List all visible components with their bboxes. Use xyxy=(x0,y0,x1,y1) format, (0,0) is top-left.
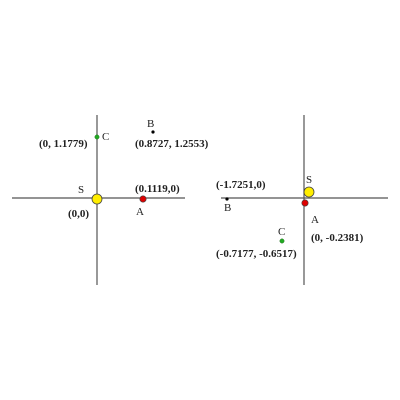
right-point-b xyxy=(225,197,229,201)
right-point-a xyxy=(301,199,309,207)
left-point-a xyxy=(139,195,147,203)
right-point-c-name: C xyxy=(278,226,285,238)
right-point-a-name: A xyxy=(311,214,319,226)
left-diagram: S (0,0) A (0.1119,0) B (0.8727, 1.2553) … xyxy=(12,115,209,285)
left-point-s xyxy=(91,193,103,205)
left-point-c-name: C xyxy=(102,131,109,143)
right-point-b-name: B xyxy=(224,202,231,214)
left-point-b-name: B xyxy=(147,118,154,130)
right-point-s-name: S xyxy=(306,174,312,186)
left-point-s-name: S xyxy=(78,184,84,196)
left-point-s-coord: (0,0) xyxy=(68,208,89,220)
left-point-c-coord: (0, 1.1779) xyxy=(39,138,88,150)
left-point-a-name: A xyxy=(136,206,144,218)
left-point-c xyxy=(94,134,100,140)
right-point-a-coord: (0, -0.2381) xyxy=(311,232,364,244)
left-point-a-coord: (0.1119,0) xyxy=(135,183,180,195)
right-point-c xyxy=(279,238,285,244)
right-diagram: S A (0, -0.2381) B (-1.7251,0) C (-0.717… xyxy=(216,115,388,285)
right-point-b-coord: (-1.7251,0) xyxy=(216,179,266,191)
right-point-c-coord: (-0.7177, -0.6517) xyxy=(216,248,297,260)
right-point-s xyxy=(303,186,315,198)
left-point-b xyxy=(151,130,155,134)
left-point-b-coord: (0.8727, 1.2553) xyxy=(135,138,209,150)
